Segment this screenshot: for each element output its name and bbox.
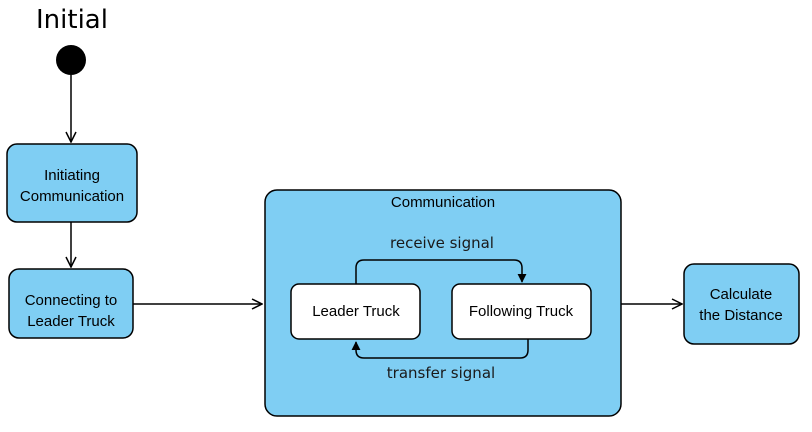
transition-transfer-signal [351, 338, 529, 359]
state-label: Following Truck [469, 303, 574, 320]
state-label-line2: Communication [20, 188, 124, 205]
state-following-truck: Following Truck [451, 283, 592, 340]
transition-label-transfer: transfer signal [387, 364, 495, 382]
composite-state-label: Communication [391, 194, 495, 211]
state-label: Leader Truck [312, 303, 400, 320]
initial-node [56, 45, 86, 75]
state-leader-truck: Leader Truck [290, 283, 421, 340]
state-connecting-to-leader-truck: Connecting to Leader Truck [8, 268, 134, 339]
transition-label-receive: receive signal [390, 234, 494, 252]
diagram-title: Initial [36, 5, 108, 35]
state-initiating-communication: Initiating Communication [6, 143, 138, 223]
state-label-line2: the Distance [699, 307, 782, 324]
state-label-line1: Calculate [710, 286, 773, 303]
transition-receive-signal [355, 259, 527, 284]
state-label-line1: Initiating [44, 167, 100, 184]
state-calculate-the-distance: Calculate the Distance [683, 263, 800, 345]
state-label-line2: Leader Truck [27, 313, 115, 330]
state-label-line1: Connecting to [25, 292, 118, 309]
composite-state-communication: Communication receive signal transfer si… [264, 189, 622, 417]
